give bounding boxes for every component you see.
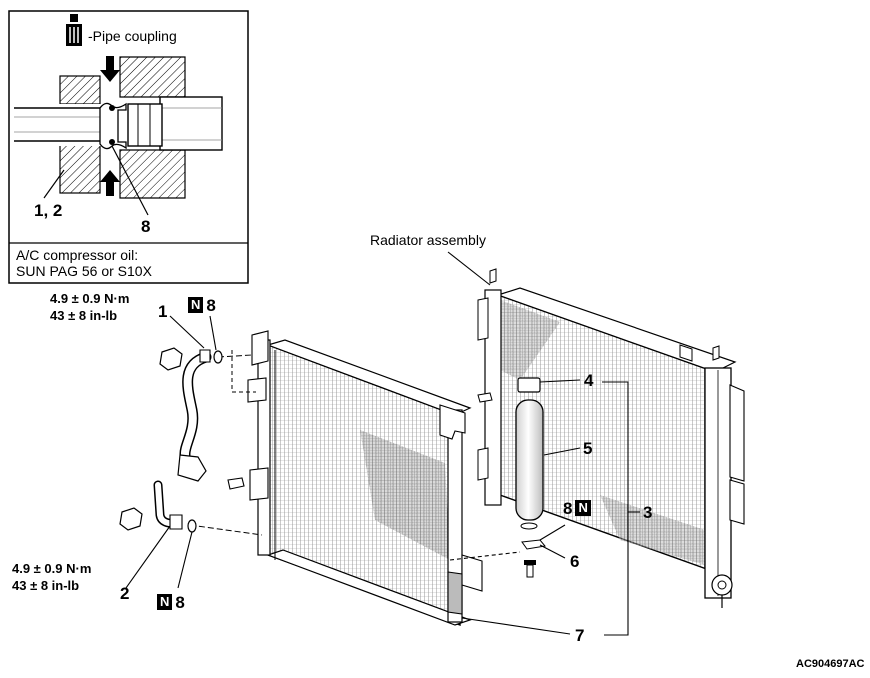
inset-callout-oring: 8	[141, 217, 151, 236]
radiator-unit	[477, 268, 745, 608]
inset-callout-parts: 1, 2	[34, 201, 63, 220]
oil-note-line2: SUN PAG 56 or S10X	[16, 263, 152, 279]
part-number-4: 4	[584, 371, 594, 390]
torque-spec-upper-imperial: 43 ± 8 in-lb	[50, 308, 118, 323]
figure-code: AC904697AC	[796, 658, 865, 670]
torque-spec-upper-metric: 4.9 ± 0.9 N·m	[50, 291, 130, 306]
part-number-6: 6	[570, 552, 580, 571]
part-number-5: 5	[583, 439, 593, 458]
pipe-coupling-legend: -Pipe coupling	[88, 28, 177, 44]
pipe-coupling-icon	[66, 14, 82, 46]
receiver-dryer	[515, 377, 546, 578]
part-number-3: 3	[643, 503, 653, 522]
new-part-mark: N	[188, 297, 204, 313]
part-number-1: 1	[158, 302, 168, 321]
radiator-assembly-label: Radiator assembly	[370, 232, 486, 248]
leader-lines	[125, 251, 640, 636]
oil-note-line1: A/C compressor oil:	[16, 247, 139, 263]
part-number-8: 8	[563, 499, 573, 518]
new-part-mark: N	[157, 594, 173, 610]
part-number-7: 7	[575, 626, 585, 645]
torque-spec-lower-metric: 4.9 ± 0.9 N·m	[12, 561, 92, 576]
new-part-mark: N	[575, 500, 591, 516]
part-number-2: 2	[120, 584, 130, 603]
part-number-8: 8	[175, 593, 185, 612]
torque-spec-lower-imperial: 43 ± 8 in-lb	[12, 578, 80, 593]
pipe-coupling-inset	[8, 10, 249, 284]
part-number-8: 8	[206, 296, 216, 315]
condenser-unit	[189, 330, 483, 627]
pipe-1	[159, 347, 223, 482]
pipe-2	[119, 480, 197, 533]
